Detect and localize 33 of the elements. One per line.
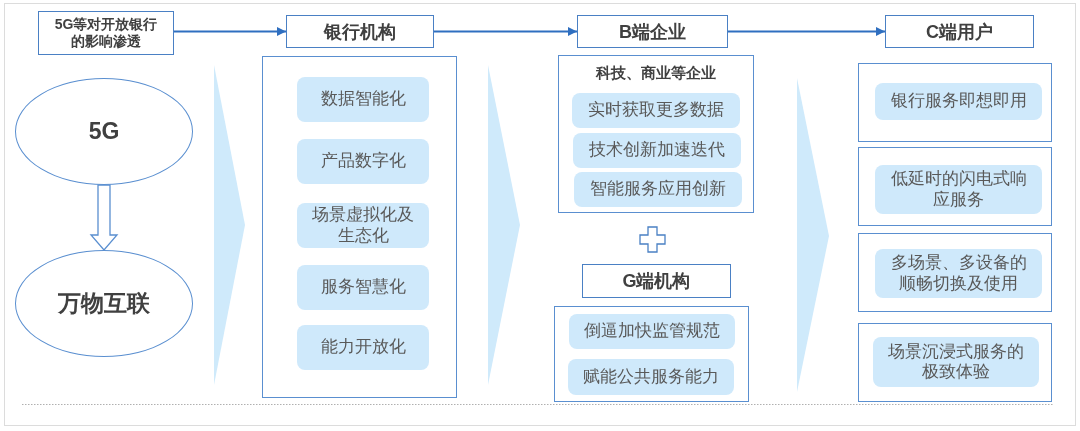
column-header: B端企业 — [577, 15, 728, 48]
column-header: G端机构 — [582, 264, 731, 298]
concept-ellipse: 5G — [15, 78, 193, 185]
group-panel — [262, 56, 457, 398]
arrow — [727, 27, 886, 36]
topic-header: 5G等对开放银行的影响渗透 — [38, 11, 174, 55]
feature-tag: 实时获取更多数据 — [572, 93, 740, 128]
feature-tag: 赋能公共服务能力 — [568, 359, 734, 395]
group-panel — [858, 323, 1052, 402]
concept-ellipse: 万物互联 — [15, 250, 193, 357]
feature-tag: 多场景、多设备的顺畅切换及使用 — [875, 249, 1042, 298]
feature-tag: 技术创新加速迭代 — [573, 133, 741, 168]
feature-tag: 场景沉浸式服务的极致体验 — [873, 337, 1039, 387]
feature-tag: 倒逼加快监管规范 — [569, 314, 735, 349]
group-panel — [858, 63, 1052, 142]
group-panel — [858, 147, 1052, 226]
feature-tag: 数据智能化 — [297, 77, 429, 122]
group-panel — [554, 306, 749, 402]
feature-tag: 场景虚拟化及生态化 — [297, 203, 429, 248]
feature-tag: 银行服务即想即用 — [875, 83, 1042, 120]
column-header: C端用户 — [885, 15, 1034, 48]
group-panel — [558, 55, 754, 213]
block-arrow — [89, 184, 119, 251]
feature-tag: 智能服务应用创新 — [574, 172, 742, 207]
arrow — [433, 27, 578, 36]
feature-tag: 产品数字化 — [297, 139, 429, 184]
group-panel — [858, 233, 1052, 312]
arrow — [173, 27, 287, 36]
feature-tag: 低延时的闪电式响应服务 — [875, 165, 1042, 214]
feature-tag: 能力开放化 — [297, 325, 429, 370]
feature-tag: 服务智慧化 — [297, 265, 429, 310]
column-header: 银行机构 — [286, 15, 434, 48]
panel-heading: 科技、商业等企业 — [594, 64, 717, 82]
